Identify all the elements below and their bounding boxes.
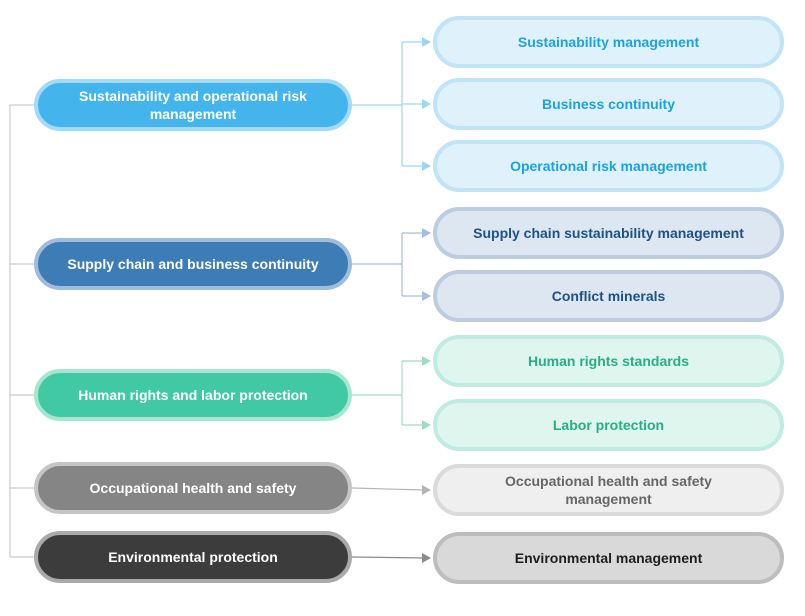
category-label: Environmental protection: [108, 549, 278, 565]
category-sustainability-operational-risk: Sustainability and operational risk mana…: [34, 79, 352, 131]
item-human-rights-standards: Human rights standards: [433, 335, 784, 387]
item-label: Conflict minerals: [551, 288, 666, 304]
category-occupational-health-safety: Occupational health and safety: [34, 462, 352, 514]
item-occupational-health-safety-management: Occupational health and safety managemen…: [433, 464, 784, 516]
item-label: Operational risk management: [510, 158, 707, 174]
arrowhead: [422, 485, 431, 495]
category-environmental-protection: Environmental protection: [34, 531, 352, 583]
arrowhead: [422, 99, 431, 109]
item-sustainability-management: Sustainability management: [433, 16, 784, 68]
category-label: Sustainability and operational risk mana…: [79, 88, 307, 122]
arrowhead: [422, 553, 431, 563]
item-label: Sustainability management: [517, 34, 700, 50]
connector-line: [351, 487, 426, 491]
category-label: Occupational health and safety: [89, 480, 297, 496]
connector-line: [351, 556, 426, 559]
item-label: Occupational health and safety managemen…: [505, 473, 712, 507]
arrowhead: [422, 228, 431, 238]
item-label: Supply chain sustainability management: [473, 225, 744, 241]
item-labor-protection: Labor protection: [433, 399, 784, 451]
category-supply-chain-business-continuity: Supply chain and business continuity: [34, 238, 352, 290]
item-supply-chain-sustainability-management: Supply chain sustainability management: [433, 207, 784, 259]
item-environmental-management: Environmental management: [433, 532, 784, 584]
arrowhead: [422, 291, 431, 301]
item-operational-risk-management: Operational risk management: [433, 140, 784, 192]
arrowhead: [422, 161, 431, 171]
category-label: Human rights and labor protection: [78, 387, 308, 403]
arrowhead: [422, 37, 431, 47]
item-label: Environmental management: [514, 550, 703, 566]
arrowhead: [422, 420, 431, 430]
item-conflict-minerals: Conflict minerals: [433, 270, 784, 322]
item-business-continuity: Business continuity: [433, 78, 784, 130]
item-label: Labor protection: [552, 417, 665, 433]
item-label: Business continuity: [541, 96, 676, 112]
category-human-rights-labor: Human rights and labor protection: [34, 369, 352, 421]
arrowhead: [422, 356, 431, 366]
item-label: Human rights standards: [527, 353, 690, 369]
category-label: Supply chain and business continuity: [67, 256, 319, 272]
